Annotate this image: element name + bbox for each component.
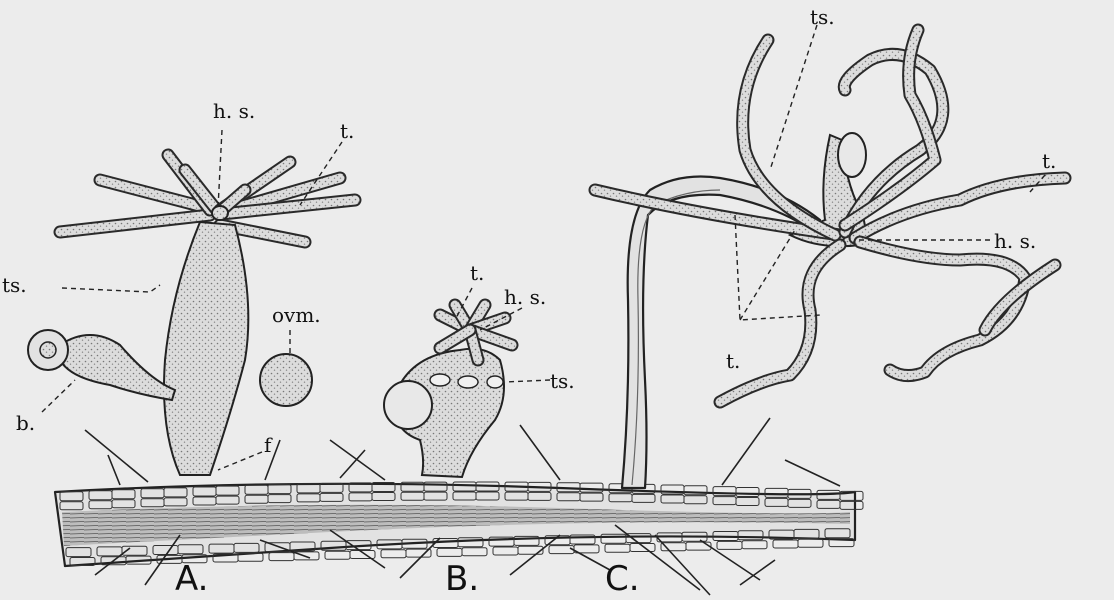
substrate-cell: [630, 544, 655, 552]
substrate-cell: [269, 553, 294, 561]
substrate-cell: [462, 548, 487, 556]
substrate-cell: [437, 548, 462, 556]
polyp-a-body: [164, 222, 248, 475]
label-a-t: t.: [340, 119, 354, 143]
polyp-c: [595, 30, 1065, 488]
polyp-b: [384, 305, 512, 477]
panel-label-b: B.: [445, 559, 479, 599]
substrate-cell: [549, 546, 574, 554]
label-b-ts: ts.: [550, 369, 575, 393]
label-a-b: b.: [16, 411, 35, 435]
label-b-t: t.: [470, 261, 484, 285]
panel-label-c: C.: [605, 559, 640, 599]
substrate-cell: [742, 541, 767, 549]
substrate-cell: [381, 550, 406, 558]
label-c-ts: ts.: [810, 5, 835, 29]
substrate-cell: [493, 547, 518, 555]
polyp-a-ovum: [260, 354, 312, 406]
substrate-cell: [798, 539, 823, 547]
substrate-cell: [325, 551, 350, 559]
label-a-ovm: ovm.: [272, 303, 321, 327]
label-a-f: f: [264, 433, 273, 457]
label-c-t-top: t.: [1042, 149, 1056, 173]
substrate-stem: [55, 482, 863, 566]
label-c-hs: h. s.: [994, 229, 1036, 253]
label-c-t-bottom: t.: [726, 349, 740, 373]
panel-label-a: A.: [175, 559, 208, 599]
substrate-cell: [717, 541, 742, 549]
substrate-cell: [518, 546, 543, 554]
substrate-cell: [773, 540, 798, 548]
label-a-ts: ts.: [2, 273, 27, 297]
substrate-cell: [686, 542, 711, 550]
substrate-cell: [605, 544, 630, 552]
label-a-hs: h. s.: [213, 99, 255, 123]
label-b-hs: h. s.: [504, 285, 546, 309]
polyp-a-bud: [60, 335, 175, 400]
